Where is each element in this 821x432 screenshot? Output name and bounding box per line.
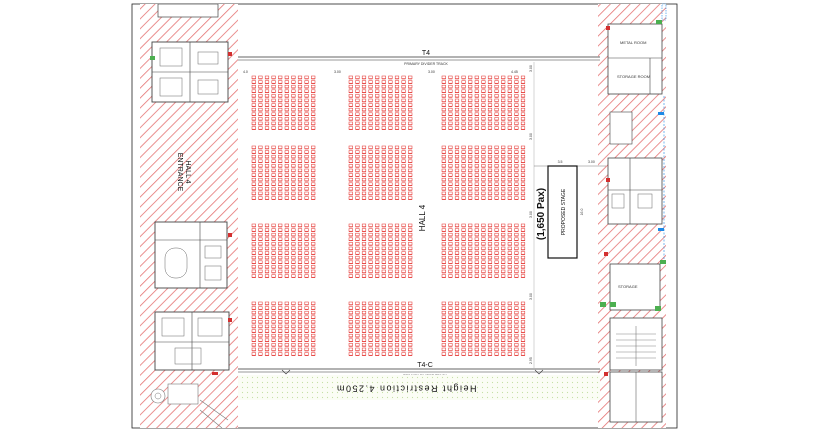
height-restriction-zone (238, 375, 600, 400)
dim-label: 2.95 (529, 357, 533, 364)
svg-text:STORAGE: STORAGE (618, 284, 638, 289)
dim-label: 3.00 (529, 133, 533, 140)
height-restriction-label: Height Restriction 4.250m (335, 384, 476, 394)
dim-label: 3.00 (529, 211, 533, 218)
dim-label: 3.00 (428, 70, 435, 74)
room-lower-right (609, 263, 661, 311)
dim-label: 3.00 (334, 70, 341, 74)
door-marker (228, 233, 232, 237)
top-track-label: T4 (422, 50, 430, 57)
hall-left-label: HALL 4 (184, 160, 191, 183)
left-wing: ENTRANCE HALL 4 (140, 3, 238, 429)
dim-label: 3.00 (529, 65, 533, 72)
top-divider-track: T4 PRIMARY DIVIDER TRACK (238, 50, 600, 66)
dim-label: 4.0 (243, 70, 248, 74)
svg-text:METAL ROOM: METAL ROOM (620, 40, 646, 45)
drawing-frame (131, 3, 678, 429)
toilet-block-top (157, 3, 219, 18)
green-marker (150, 56, 155, 60)
stage-gap-label: 3.5 (558, 160, 563, 164)
pax-label: (1,650 Pax) (536, 188, 547, 240)
stage-box (547, 165, 578, 259)
right-wing: METAL ROOM STORAGE ROOM STORAGE (598, 3, 667, 428)
hall-center-label: HALL 4 (418, 204, 427, 231)
column-circle (150, 388, 166, 404)
door-marker (228, 318, 232, 322)
svg-text:STORAGE ROOM: STORAGE ROOM (617, 74, 650, 79)
proposed-stage: 3.5 PROPOSED STAGE 16.0 (534, 160, 606, 259)
top-track-sub: PRIMARY DIVIDER TRACK (404, 62, 448, 66)
restroom-block-middle (154, 221, 228, 289)
dim-label: 3.00 (588, 160, 595, 164)
entrance-label: ENTRANCE (176, 153, 183, 192)
stage-label: PROPOSED STAGE (561, 188, 567, 235)
dim-label: 3.00 (529, 293, 533, 300)
dimension-annotations: 4.0 3.00 3.00 4.45 3.00 3.00 3.00 3.00 2… (243, 62, 595, 368)
door-marker (228, 52, 232, 56)
dim-label: 4.45 (511, 70, 518, 74)
stage-dim-label: 16.0 (580, 209, 584, 216)
room-mid-right (607, 157, 663, 225)
bottom-track-label: T4-C (417, 362, 433, 369)
room-top-right (607, 23, 663, 95)
green-marker (656, 20, 662, 24)
